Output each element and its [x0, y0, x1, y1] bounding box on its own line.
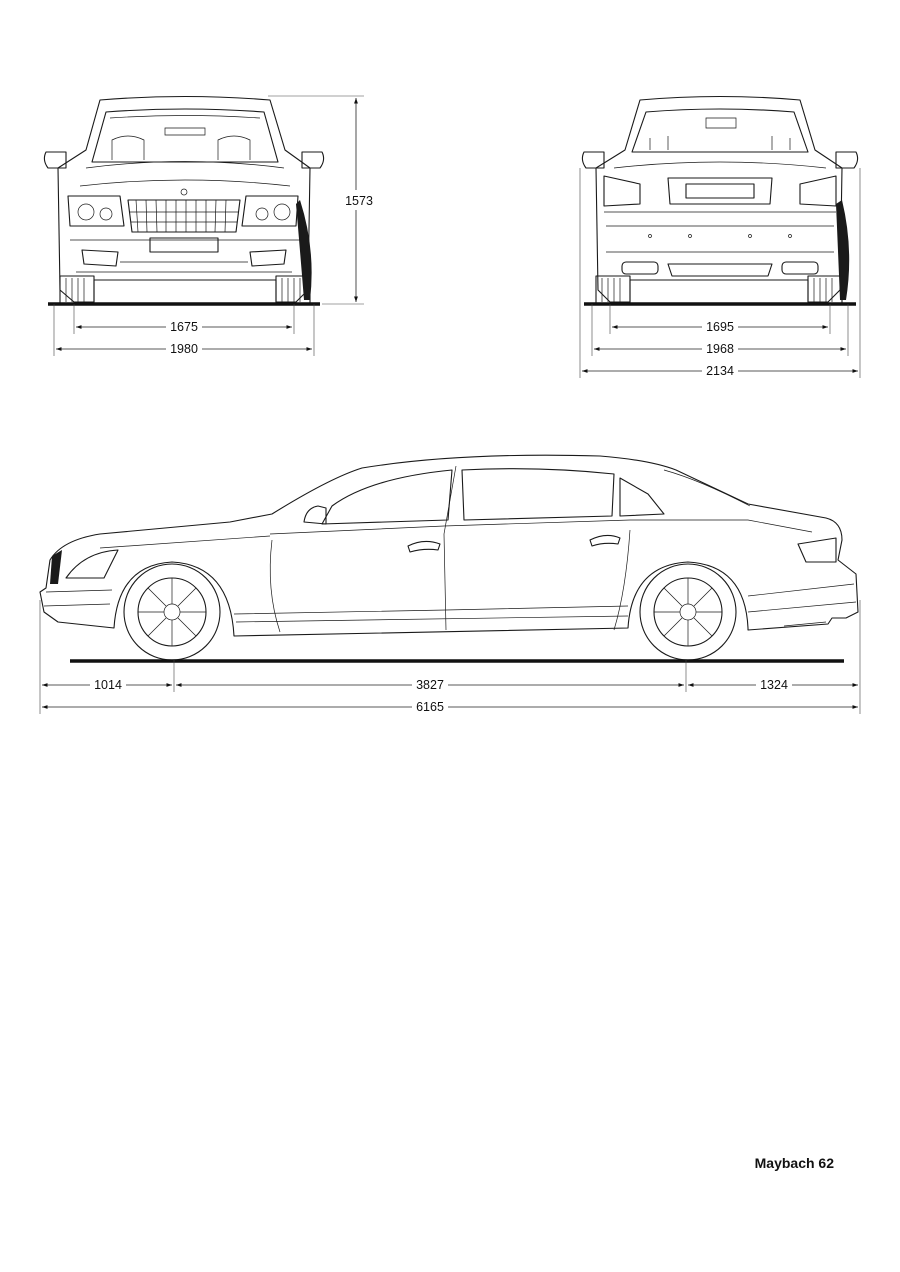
dim-wheelbase: 3827 — [416, 678, 444, 692]
dim-front-width: 1980 — [170, 342, 198, 356]
rear-view — [581, 95, 859, 306]
dim-front-height: 1573 — [345, 194, 373, 208]
front-view — [43, 95, 325, 306]
side-dimensions: 1014 3827 1324 6165 — [39, 600, 861, 716]
dim-rear-overhang: 1324 — [760, 678, 788, 692]
side-view — [39, 454, 859, 663]
rear-dimensions: 1695 1968 2134 — [579, 168, 861, 380]
dim-rear-track: 1695 — [706, 320, 734, 334]
model-name-label: Maybach 62 — [754, 1155, 834, 1171]
dim-front-overhang: 1014 — [94, 678, 122, 692]
front-dimensions: 1573 1675 1980 — [53, 95, 373, 358]
dim-front-track: 1675 — [170, 320, 198, 334]
dim-rear-width: 1968 — [706, 342, 734, 356]
dim-overall-length: 6165 — [416, 700, 444, 714]
dim-rear-width-mirrors: 2134 — [706, 364, 734, 378]
